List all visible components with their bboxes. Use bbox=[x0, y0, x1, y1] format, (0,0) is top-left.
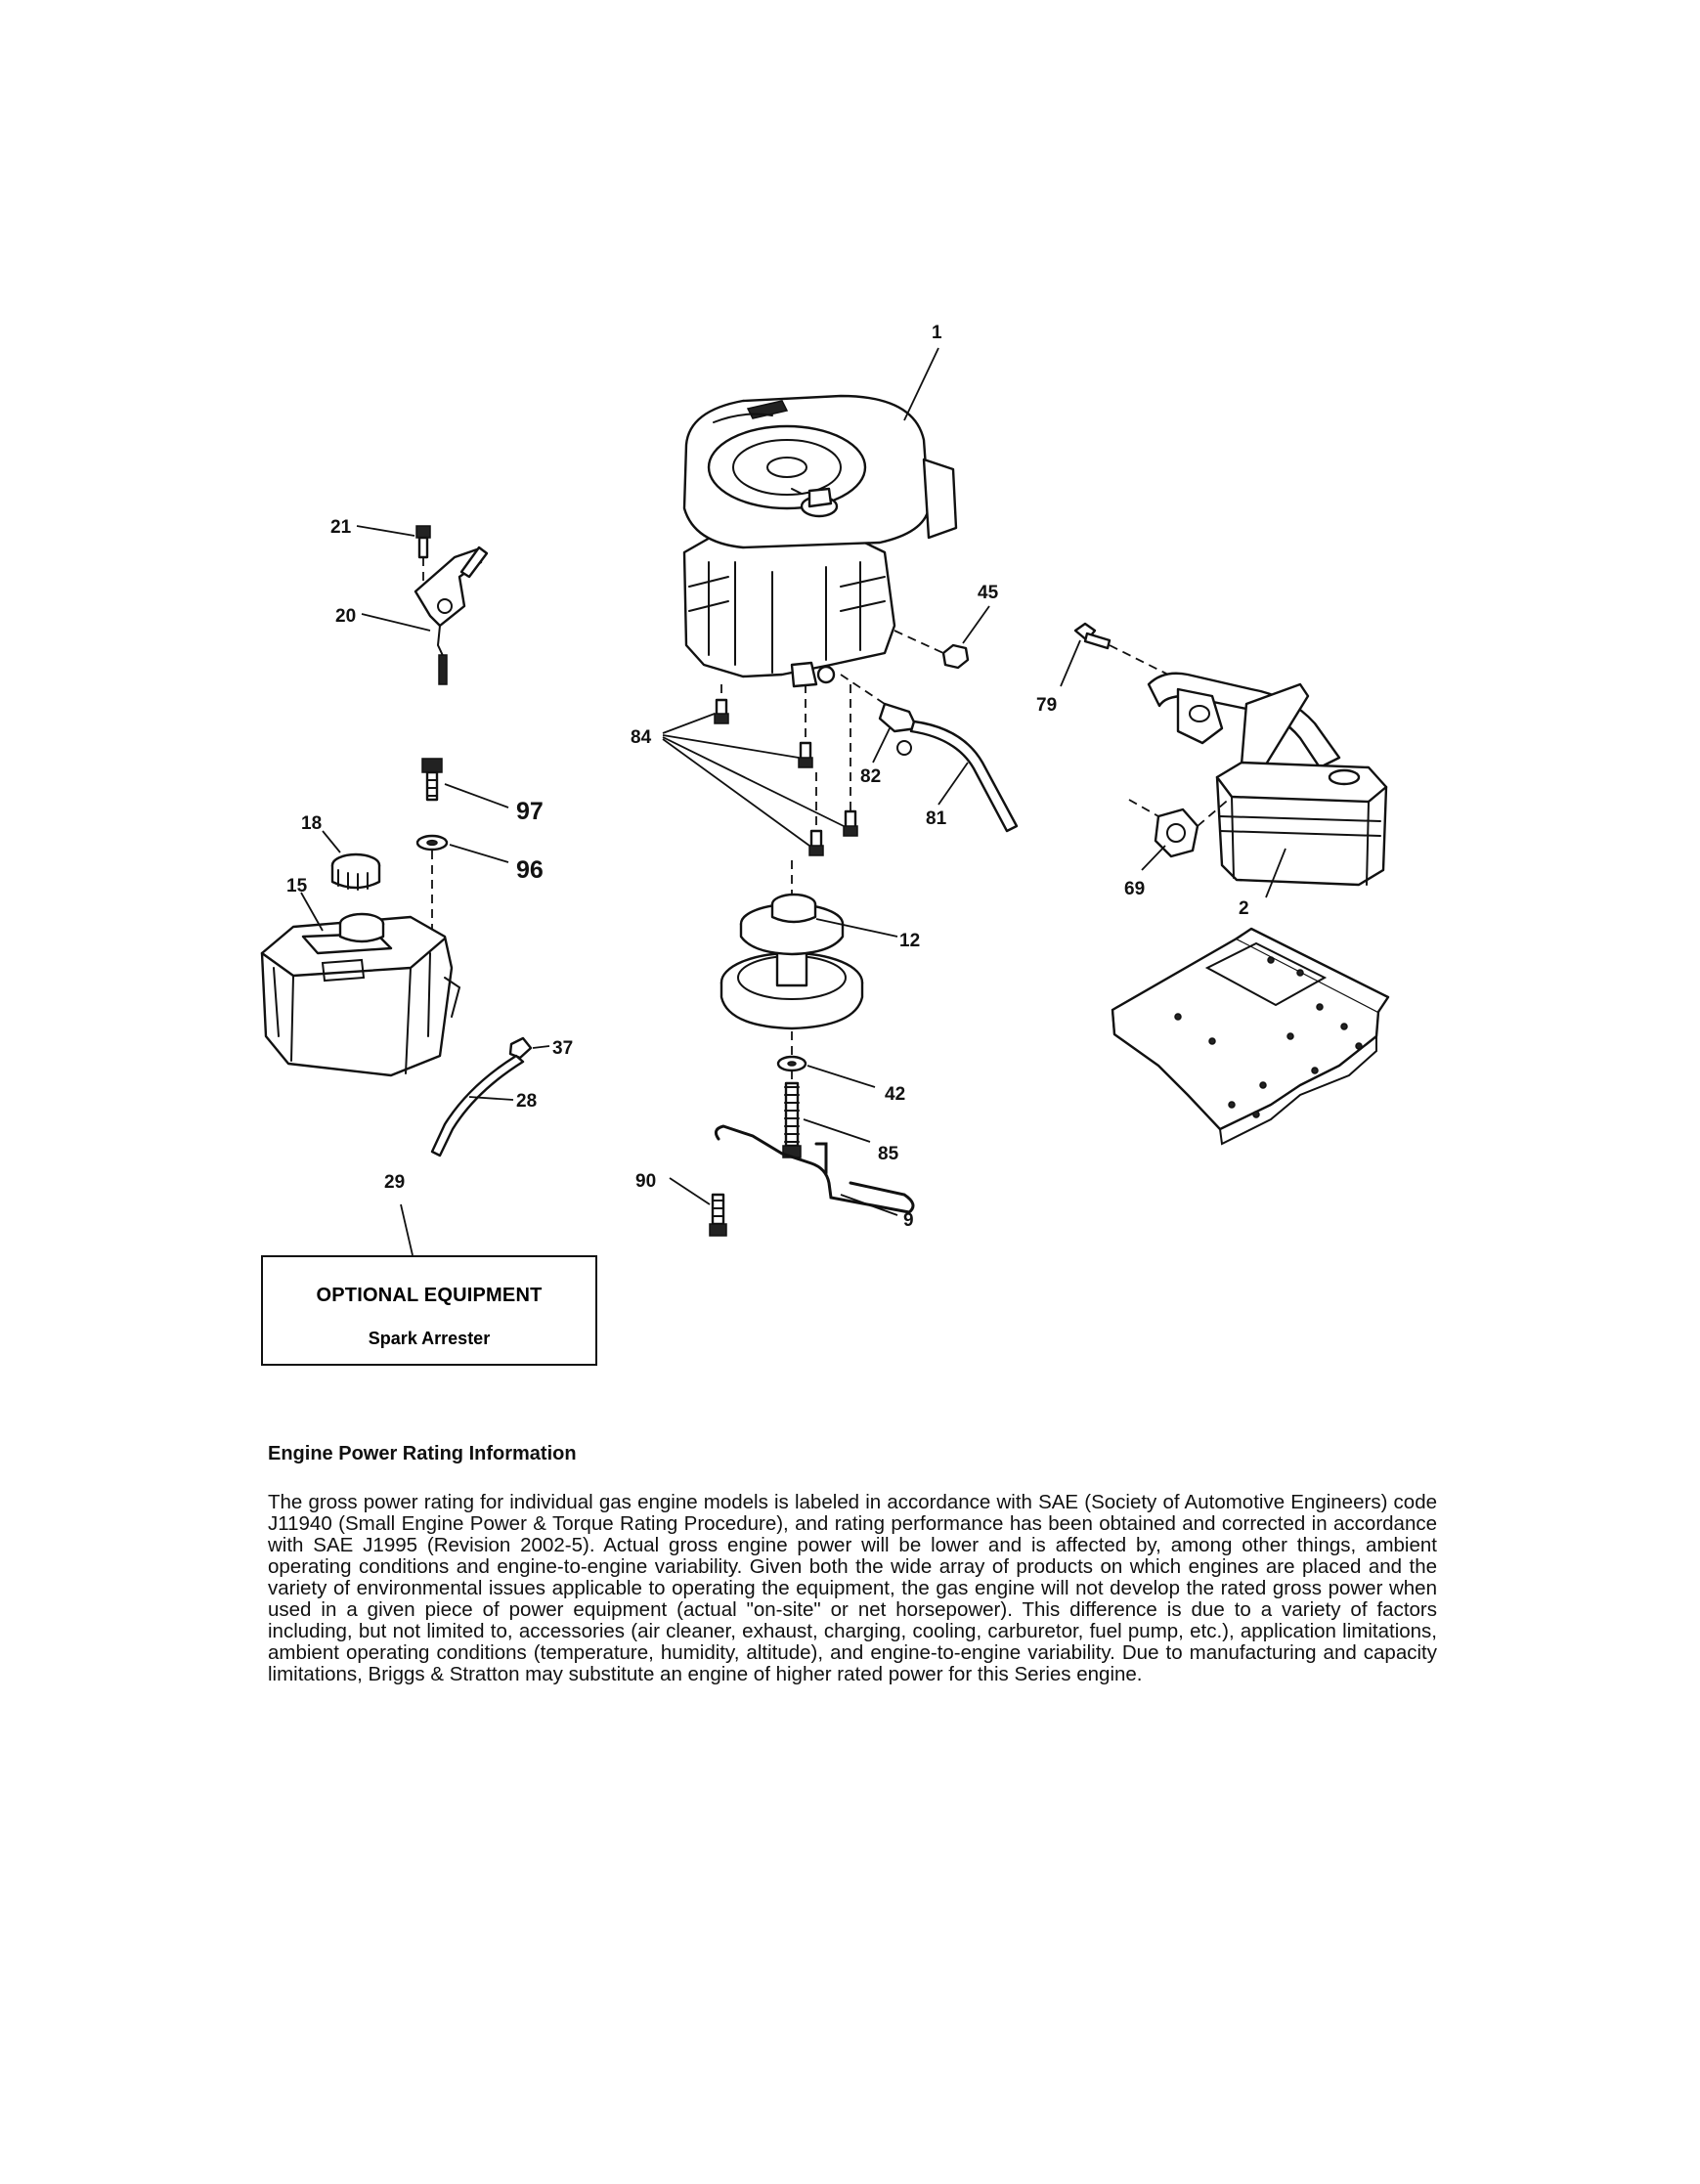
engine-parts-diagram: 1 45 84 82 81 bbox=[260, 323, 1390, 1256]
callout-20: 20 bbox=[335, 606, 356, 627]
washer-part-96 bbox=[415, 834, 509, 939]
optional-equipment-box: OPTIONAL EQUIPMENT Spark Arrester bbox=[261, 1255, 597, 1366]
callout-29: 29 bbox=[384, 1172, 405, 1193]
screw-part-79 bbox=[1060, 622, 1189, 687]
bolt-part-85 bbox=[782, 1070, 871, 1158]
callout-12: 12 bbox=[899, 931, 920, 951]
engine-mount-plate bbox=[1111, 927, 1390, 1146]
engine-part-1 bbox=[682, 347, 958, 688]
bolt-part-97 bbox=[421, 758, 509, 808]
callout-81: 81 bbox=[926, 808, 947, 829]
callout-84: 84 bbox=[631, 727, 652, 748]
callout-18: 18 bbox=[301, 813, 322, 834]
screw-part-21 bbox=[356, 525, 431, 559]
clamp-part-37 bbox=[508, 1036, 550, 1060]
fuel-hose-part-28 bbox=[430, 1054, 525, 1158]
bolt-part-84 bbox=[662, 684, 858, 856]
callout-69: 69 bbox=[1124, 879, 1145, 899]
info-body: The gross power rating for individual ga… bbox=[268, 1491, 1437, 1685]
callout-9: 9 bbox=[903, 1210, 914, 1231]
callout-15: 15 bbox=[286, 876, 308, 896]
callout-1: 1 bbox=[932, 323, 942, 343]
bolt-part-90 bbox=[669, 1177, 727, 1237]
callout-37: 37 bbox=[552, 1038, 573, 1059]
fuel-cap-part-18 bbox=[322, 830, 381, 891]
callout-21: 21 bbox=[330, 517, 352, 538]
callout-42: 42 bbox=[885, 1084, 905, 1105]
callout-2: 2 bbox=[1239, 898, 1249, 919]
clamp-part-82 bbox=[872, 702, 919, 764]
optional-equipment-item: Spark Arrester bbox=[368, 1329, 491, 1348]
washer-part-42 bbox=[776, 1031, 876, 1088]
callout-85: 85 bbox=[878, 1144, 899, 1164]
gasket-part-69 bbox=[1128, 796, 1233, 871]
callout-45: 45 bbox=[978, 583, 999, 603]
fuel-line-part-81 bbox=[840, 674, 1019, 833]
callout-97: 97 bbox=[516, 798, 544, 825]
callout-96: 96 bbox=[516, 856, 544, 884]
optional-equipment-title: OPTIONAL EQUIPMENT bbox=[316, 1285, 543, 1306]
nut-part-45 bbox=[894, 605, 990, 670]
callout-82: 82 bbox=[860, 766, 881, 787]
callout-79: 79 bbox=[1036, 695, 1057, 716]
leader-29 bbox=[400, 1203, 414, 1256]
bracket-part-9 bbox=[714, 1124, 915, 1216]
callout-90: 90 bbox=[635, 1171, 656, 1192]
info-heading: Engine Power Rating Information bbox=[268, 1443, 577, 1464]
bracket-part-20 bbox=[361, 546, 489, 685]
callout-28: 28 bbox=[516, 1091, 537, 1112]
muffler-part-2 bbox=[1147, 672, 1388, 898]
pulley-part-12 bbox=[719, 860, 898, 1030]
fuel-tank-part-15 bbox=[260, 892, 461, 1077]
